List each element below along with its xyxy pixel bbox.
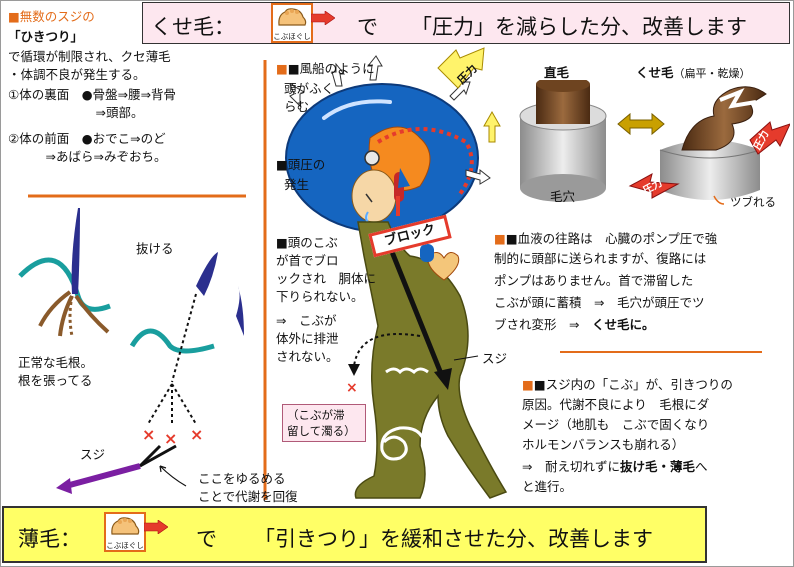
balloon-line-0: ■■風船のように bbox=[276, 61, 375, 76]
left-line-0: で循環が制限され、クセ薄毛 bbox=[8, 49, 171, 64]
top-banner: くせ毛： こぶほぐし で 「圧力」を減らした分、改善します bbox=[142, 2, 790, 44]
suji-line-2: メージ（地肌も こぶで固くなり bbox=[522, 417, 710, 432]
straight-hair-label: 直毛 bbox=[544, 65, 570, 80]
icon-caption-bottom: こぶほぐし bbox=[106, 541, 144, 550]
bottom-banner-text: 「引きつり」を緩和させた分、改善します bbox=[254, 527, 653, 551]
top-banner-mid: で bbox=[357, 15, 378, 39]
left-line-4: ②体の前面 ●おでこ⇒のど bbox=[8, 131, 166, 146]
suji-line-3: ホルモンバランスも崩れる） bbox=[522, 437, 685, 452]
left-line-2: ①体の裏面 ●骨盤⇒腰⇒背骨 bbox=[8, 87, 177, 102]
blood-line-4-text: ブされ変形 ⇒ bbox=[494, 317, 592, 332]
kobu-hogushi-icon-bottom: こぶほぐし bbox=[104, 512, 168, 552]
blood-line-2: ポンプはありません。首で滞留した bbox=[494, 273, 694, 288]
suji-label-center: スジ bbox=[482, 351, 508, 366]
pull-out-label: 抜ける bbox=[136, 241, 174, 256]
foot-icon bbox=[278, 8, 307, 26]
block-line-6: されない。 bbox=[276, 349, 339, 364]
loosen-pointer bbox=[159, 465, 187, 487]
foot-icon-box bbox=[271, 3, 313, 43]
falling-hair bbox=[236, 286, 244, 336]
right-arrow-icon bbox=[311, 11, 335, 25]
left-line-5: ⇒あばら⇒みぞおち。 bbox=[8, 149, 167, 164]
curly-hair-label: くせ毛（扁平・乾燥） bbox=[636, 62, 751, 81]
pressure-arrow-yellow bbox=[437, 47, 485, 89]
normal-root-label-1: 正常な毛根。 bbox=[18, 355, 94, 370]
loosen-label-2: ことで代謝を回復 bbox=[198, 489, 298, 504]
curly-hair-label-main: くせ毛 bbox=[636, 65, 674, 80]
pore-label: 毛穴 bbox=[550, 189, 576, 204]
left-heading: ■無数のスジの bbox=[8, 8, 95, 25]
stuck-note-box: （こぶが滞 留して濁る） bbox=[282, 404, 366, 442]
svg-text:×: × bbox=[346, 380, 358, 396]
suji-label-left: スジ bbox=[80, 447, 106, 462]
pore-illustration bbox=[519, 80, 790, 205]
pulled-hair-shaft bbox=[196, 252, 218, 296]
normal-root-label-2: 根を張ってる bbox=[18, 373, 93, 388]
pressure-line-1: 発生 bbox=[284, 177, 310, 192]
suji-last-suffix: へ bbox=[695, 459, 708, 474]
suji-last-prefix: ⇒ 耐え切れずに bbox=[522, 459, 620, 474]
loosen-label-1: ここをゆるめる bbox=[198, 471, 286, 486]
blood-line-3: こぶが頭に蓄積 ⇒ 毛穴が頭圧でツ bbox=[494, 295, 705, 310]
curly-hair-label-sub: （扁平・乾燥） bbox=[673, 67, 751, 80]
foot-icon-bottom bbox=[111, 517, 140, 535]
block-line-5: 体外に排泄 bbox=[276, 331, 339, 346]
scalp-line-pulled bbox=[129, 328, 215, 354]
right-arrow-icon-bottom bbox=[144, 520, 168, 534]
svg-text:×: × bbox=[164, 429, 177, 448]
hair-root-illustration: × × × bbox=[18, 208, 244, 494]
block-line-2: ックされ 胴体に bbox=[276, 271, 377, 286]
pressure-arrow-red-b bbox=[628, 173, 680, 199]
kobu-hogushi-icon: こぶほぐし bbox=[271, 3, 335, 43]
normal-hair-root bbox=[38, 290, 110, 337]
pressure-line-0: ■頭圧の bbox=[276, 157, 326, 172]
svg-text:×: × bbox=[142, 425, 155, 444]
left-heading-part2: 「ひきつり」 bbox=[8, 29, 84, 44]
suji-last-bold: 抜け毛・薄毛 bbox=[619, 459, 695, 474]
stuck-line-1: 留して濁る） bbox=[287, 424, 356, 438]
block-line-1: が首でブロ bbox=[276, 253, 339, 268]
bottom-banner-prefix: 薄毛： bbox=[18, 527, 81, 551]
block-line-4: ⇒ こぶが bbox=[276, 313, 337, 328]
compare-arrow bbox=[617, 112, 665, 136]
blood-line-4: ブされ変形 ⇒ くせ毛に。 bbox=[494, 316, 655, 333]
bottom-banner: 薄毛： こぶほぐし で 「引きつり」を緩和させた分、改善します bbox=[2, 506, 707, 563]
body-figure-illustration: × bbox=[285, 47, 508, 499]
bottom-banner-mid: で bbox=[196, 527, 217, 551]
pressure-arrow-red-a bbox=[749, 121, 790, 155]
left-line-3: ⇒頭部。 bbox=[8, 105, 144, 120]
balloon-line-0-text: ■風船のように bbox=[287, 61, 375, 76]
normal-hair-shaft bbox=[71, 208, 80, 294]
left-line-1: ・体調不良が発生する。 bbox=[8, 67, 146, 82]
top-banner-prefix: くせ毛： bbox=[151, 15, 235, 39]
balloon-line-2: らむ bbox=[284, 99, 310, 114]
balloon-line-1: 頭がふく bbox=[284, 81, 335, 96]
svg-text:×: × bbox=[190, 425, 203, 444]
foot-icon-box-bottom bbox=[104, 512, 146, 552]
left-heading-part1: ■無数のスジの bbox=[8, 9, 95, 24]
top-banner-text: 「圧力」を減らした分、改善します bbox=[411, 15, 747, 39]
blood-line-0-text: ■血液の往路は 心臓のポンプ圧で強 bbox=[505, 231, 718, 246]
suji-line-4: ⇒ 耐え切れずに抜け毛・薄毛へ bbox=[522, 458, 708, 475]
curly-pore bbox=[660, 140, 760, 200]
blood-line-0: ■■血液の往路は 心臓のポンプ圧で強 bbox=[494, 231, 718, 246]
icon-caption: こぶほぐし bbox=[273, 32, 311, 41]
crushed-label: ツブれる bbox=[730, 195, 776, 209]
blood-line-1: 制的に頭部に送られますが、復路には bbox=[494, 251, 707, 266]
suji-arrow-head bbox=[56, 478, 72, 494]
stuck-line-0: （こぶが滞 bbox=[287, 408, 345, 422]
blood-last-bold: くせ毛に。 bbox=[591, 317, 655, 332]
scalp-line-normal bbox=[18, 257, 111, 312]
block-line-3: 下りられない。 bbox=[276, 289, 364, 304]
suji-line-5: と進行。 bbox=[522, 479, 573, 494]
suji-line-0: ■■スジ内の「こぶ」が、引きつりの bbox=[522, 377, 733, 392]
block-line-0: ■頭のこぶ bbox=[276, 235, 338, 250]
suji-line-0-text: ■スジ内の「こぶ」が、引きつりの bbox=[533, 377, 733, 392]
suji-line-1: 原因。代謝不良により 毛根にダ bbox=[522, 397, 710, 412]
